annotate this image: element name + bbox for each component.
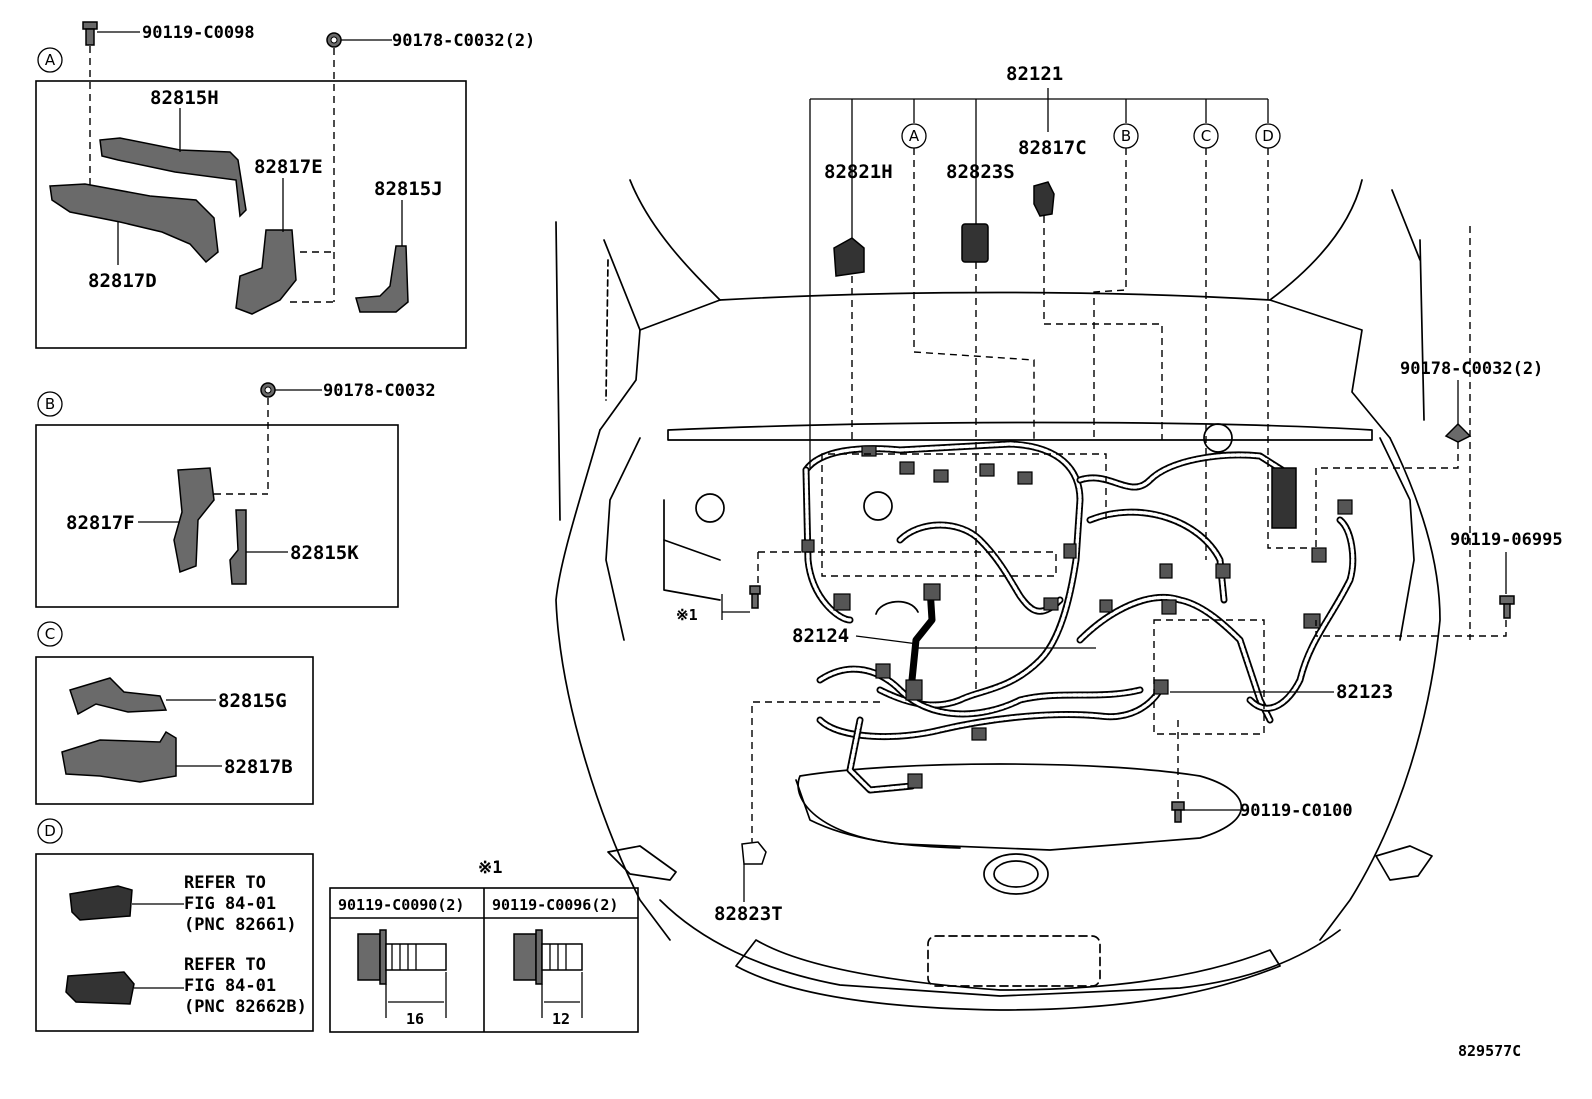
callout-a: A bbox=[909, 127, 920, 145]
bolt-icon bbox=[82, 21, 98, 46]
wire-harness-82121 bbox=[801, 440, 1357, 794]
main-leaders: 82121 A B C D 82821H 82823S 82817C 90178… bbox=[676, 63, 1563, 1060]
part-label-90178-C0032-2-main: 90178-C0032(2) bbox=[1400, 359, 1543, 379]
part-label-90178-C0032: 90178-C0032 bbox=[323, 381, 436, 401]
bolt-table-header: ※1 bbox=[478, 858, 502, 878]
panel-a: A 90119-C0098 90178-C0032(2) 82815H 8281… bbox=[35, 21, 535, 349]
panel-c: C 82815G 82817B bbox=[35, 621, 314, 805]
panel-d: D REFER TO FIG 84-01 (PNC 82661) REFER T… bbox=[35, 818, 314, 1032]
part-label-82815H: 82815H bbox=[150, 87, 219, 109]
vehicle-body-outline bbox=[555, 179, 1441, 1011]
clip-icon bbox=[260, 382, 276, 398]
bolt-icon bbox=[1171, 801, 1185, 823]
part-label-82817C: 82817C bbox=[1018, 137, 1087, 159]
part-label-82817B: 82817B bbox=[224, 756, 293, 778]
part-label-82823T: 82823T bbox=[714, 903, 783, 925]
part-label-90178-C0032-2: 90178-C0032(2) bbox=[392, 31, 535, 51]
part-label-90119-C0098: 90119-C0098 bbox=[142, 23, 255, 43]
part-label-90119-C0100: 90119-C0100 bbox=[1240, 801, 1353, 821]
callout-c: C bbox=[1201, 127, 1211, 145]
bolt-icon bbox=[749, 585, 761, 609]
part-label-82817F: 82817F bbox=[66, 512, 135, 534]
panel-b-letter: B bbox=[45, 395, 55, 413]
part-label-82817E: 82817E bbox=[254, 156, 323, 178]
part-label-82823S: 82823S bbox=[946, 161, 1015, 183]
panel-a-letter: A bbox=[45, 51, 56, 69]
bolt-table: ※1 90119-C0090(2) 90119-C0096(2) 16 bbox=[329, 858, 639, 1033]
ref-2-line3: (PNC 82662B) bbox=[184, 997, 307, 1017]
main-parts bbox=[741, 181, 1515, 865]
part-label-82121: 82121 bbox=[1006, 63, 1063, 85]
panel-c-letter: C bbox=[45, 625, 55, 643]
bolt-col1-part: 90119-C0090(2) bbox=[338, 896, 464, 914]
ref-2-line2: FIG 84-01 bbox=[184, 976, 276, 996]
ref-1-line2: FIG 84-01 bbox=[184, 894, 276, 914]
part-label-82817D: 82817D bbox=[88, 270, 157, 292]
note-symbol-main: ※1 bbox=[676, 606, 698, 624]
part-label-82815G: 82815G bbox=[218, 690, 287, 712]
part-label-90119-06995: 90119-06995 bbox=[1450, 530, 1563, 550]
clip-icon bbox=[1444, 422, 1472, 443]
part-label-82815J: 82815J bbox=[374, 178, 443, 200]
part-label-82123: 82123 bbox=[1336, 681, 1393, 703]
bolt-col2-part: 90119-C0096(2) bbox=[492, 896, 618, 914]
flange-bolt-icon bbox=[513, 929, 583, 985]
clip-icon bbox=[326, 32, 342, 48]
callout-b: B bbox=[1121, 127, 1131, 145]
bolt-icon bbox=[1499, 595, 1515, 619]
panel-d-letter: D bbox=[44, 822, 56, 840]
part-label-82821H: 82821H bbox=[824, 161, 893, 183]
panel-b: B 90178-C0032 82817F 82815K bbox=[35, 381, 436, 608]
part-label-82124: 82124 bbox=[792, 625, 849, 647]
callout-d: D bbox=[1262, 127, 1274, 145]
ref-1-line3: (PNC 82661) bbox=[184, 915, 297, 935]
flange-bolt-icon bbox=[357, 929, 447, 985]
bolt-col2-length: 12 bbox=[552, 1010, 570, 1028]
part-label-82815K: 82815K bbox=[290, 542, 359, 564]
figure-id: 829577C bbox=[1458, 1042, 1521, 1060]
ref-1-line1: REFER TO bbox=[184, 873, 266, 893]
ref-2-line1: REFER TO bbox=[184, 955, 266, 975]
bolt-col1-length: 16 bbox=[406, 1010, 424, 1028]
